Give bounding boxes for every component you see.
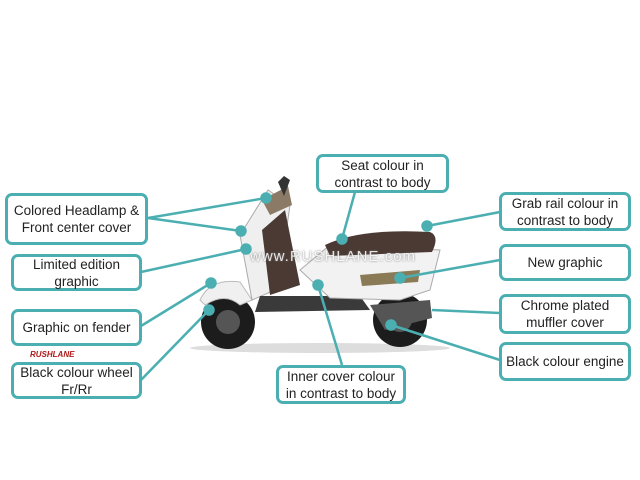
callout-headlamp: Colored Headlamp & Front center cover xyxy=(5,193,148,245)
callout-new-graphic: New graphic xyxy=(499,244,631,281)
callout-grab-rail: Grab rail colour in contrast to body xyxy=(499,192,631,231)
callout-engine: Black colour engine xyxy=(499,342,631,381)
callout-wheel: Black colour wheel Fr/Rr xyxy=(11,362,142,399)
callout-fender: Graphic on fender xyxy=(11,309,142,346)
watermark: www.RUSHLANE.com xyxy=(250,248,417,265)
rushlane-logo: RUSHLANE xyxy=(30,350,75,359)
callout-seat: Seat colour in contrast to body xyxy=(316,154,449,193)
callout-muffler: Chrome plated muffler cover xyxy=(499,294,631,334)
callout-limited-edition: Limited edition graphic xyxy=(11,254,142,291)
callout-leaders xyxy=(140,191,501,381)
callout-inner-cover: Inner cover colour in contrast to body xyxy=(276,365,406,404)
scooter-illustration xyxy=(190,176,450,353)
